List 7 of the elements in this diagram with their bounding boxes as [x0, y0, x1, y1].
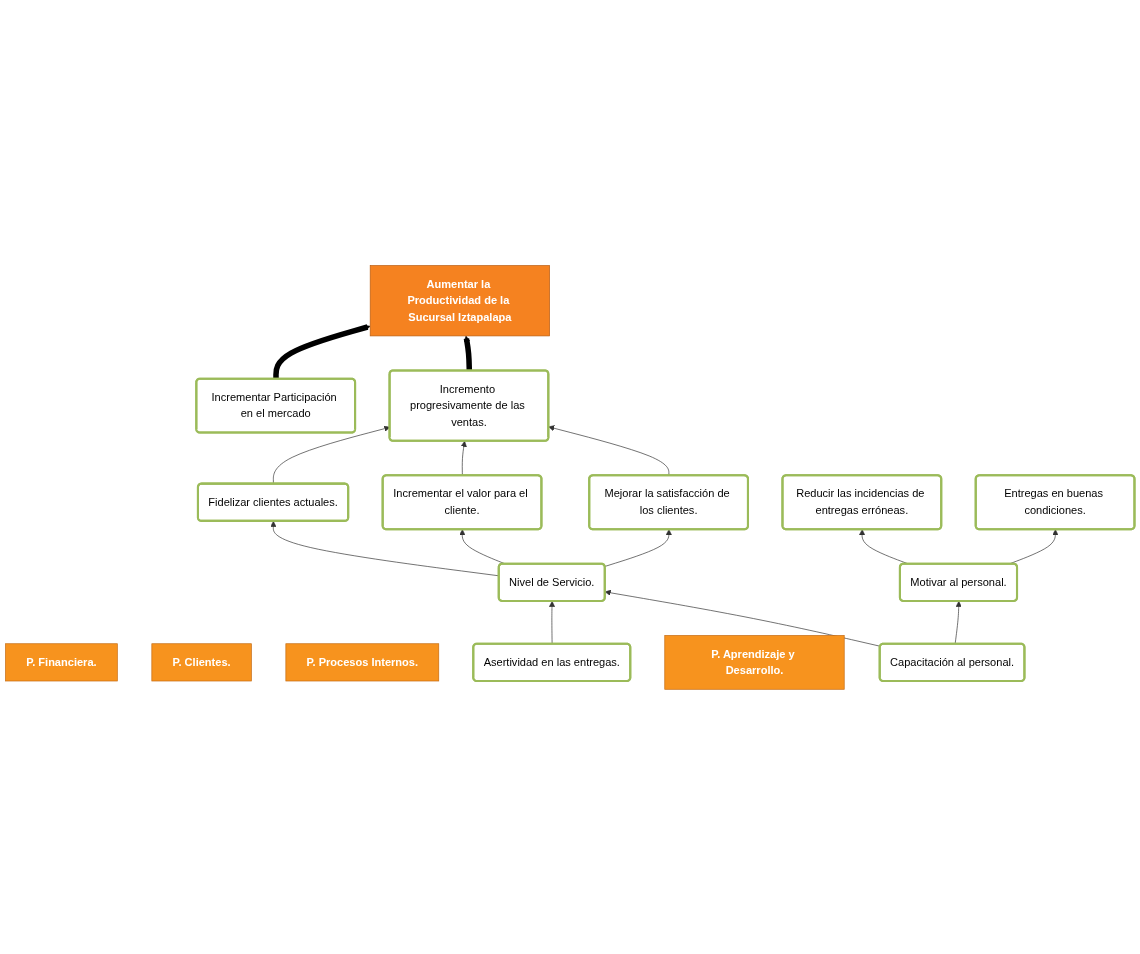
node-box: P. Financiera.	[5, 643, 118, 681]
node-box: P. Aprendizaje y Desarrollo.	[664, 634, 845, 690]
node-box: Aumentar la Productividad de la Sucursal Iztapalapa	[369, 264, 550, 336]
arrow	[273, 323, 371, 379]
arrow	[463, 335, 473, 371]
node-box: P. Clientes.	[151, 643, 252, 681]
node-box: P. Procesos Internos.	[285, 643, 440, 681]
